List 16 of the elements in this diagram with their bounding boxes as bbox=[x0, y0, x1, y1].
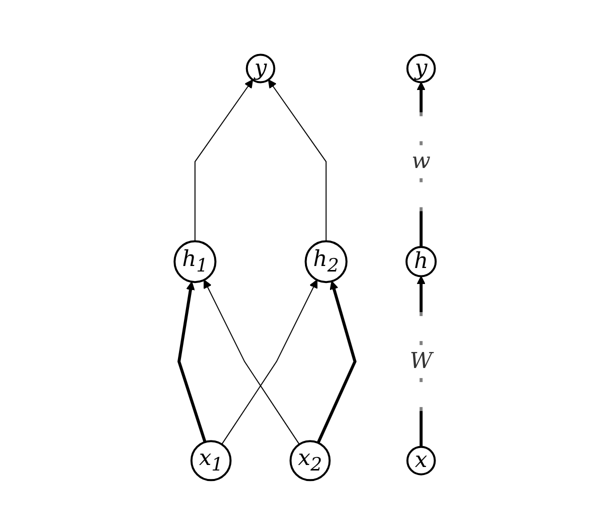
arrow bbox=[203, 280, 300, 446]
node-circle: x$_{2}$ bbox=[289, 440, 330, 482]
node-circle: h$_{2}$ bbox=[304, 240, 348, 284]
arrow bbox=[194, 80, 253, 242]
edge-label: w bbox=[411, 150, 430, 175]
arrow bbox=[316, 281, 356, 444]
arrow bbox=[220, 280, 318, 446]
arrow bbox=[177, 282, 206, 443]
node-circle: y bbox=[406, 54, 436, 84]
node-circle: h$_{1}$ bbox=[173, 240, 216, 284]
arrow bbox=[268, 80, 326, 242]
node-circle: h bbox=[405, 246, 436, 278]
node-circle: x$_{1}$ bbox=[190, 440, 232, 482]
edge-label: W bbox=[409, 350, 432, 375]
node-circle: x bbox=[406, 446, 436, 476]
node-circle: y bbox=[245, 54, 275, 84]
